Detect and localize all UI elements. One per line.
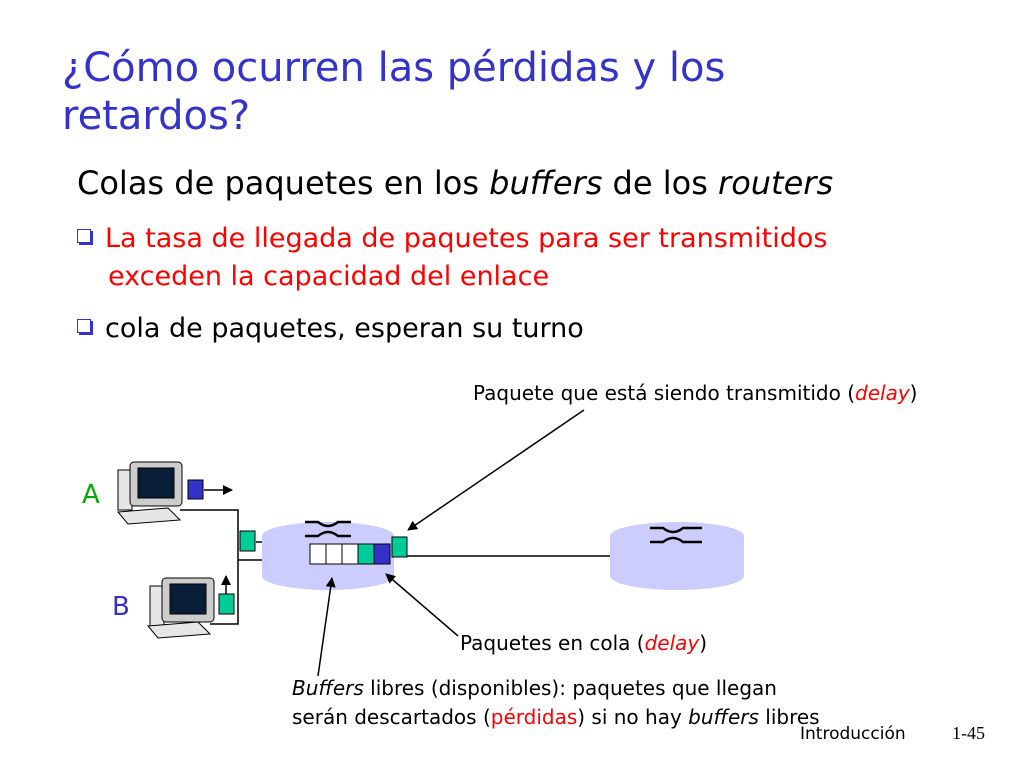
label-free-l2-prefix: serán descartados (	[292, 705, 491, 729]
packet-a-blue	[187, 479, 204, 500]
label-transmitting-close: )	[909, 381, 918, 405]
label-queued-text: Paquetes en cola (	[460, 631, 645, 655]
label-queued-delay: delay	[644, 631, 700, 655]
computer-b-icon	[146, 577, 215, 639]
bullet-packet-queue: cola de paquetes, esperan su turno	[77, 310, 584, 348]
subtitle-em-routers: routers	[718, 164, 834, 202]
label-free-em: Buffers	[292, 676, 364, 700]
label-free-rest: libres (disponibles): paquetes que llega…	[363, 676, 777, 700]
link-b-router	[210, 560, 239, 625]
label-queued-close: )	[699, 631, 708, 655]
label-free-buffers-line1: Buffers libres (disponibles): paquetes q…	[292, 676, 777, 700]
label-transmitting-text: Paquete que está siendo transmitido (	[473, 381, 856, 405]
label-free-buffers-line2: serán descartados (pérdidas) si no hay b…	[292, 705, 820, 729]
subtitle-mid: de los	[602, 164, 719, 202]
subtitle-prefix: Colas de paquetes en los	[77, 164, 490, 202]
host-a-label: A	[82, 480, 100, 510]
router-2-icon	[610, 522, 744, 590]
slide-subtitle: Colas de paquetes en los buffers de los …	[77, 164, 833, 202]
packet-b-teal	[218, 593, 235, 615]
label-transmitting-delay: delay	[855, 381, 910, 405]
page-title: ¿Cómo ocurren las pérdidas y los retardo…	[62, 45, 726, 139]
bullet-1-line-1: La tasa de llegada de paquetes para ser …	[105, 223, 828, 254]
label-transmitting: Paquete que está siendo transmitido (del…	[473, 381, 917, 405]
callout-arrow-transmitting	[407, 409, 585, 531]
label-free-l2-losses: pérdidas	[490, 705, 578, 729]
label-free-l2-mid: ) si no hay	[577, 705, 689, 729]
bullet-2-line-1: cola de paquetes, esperan su turno	[105, 313, 584, 344]
bullet-box-icon	[77, 318, 91, 333]
label-queued: Paquetes en cola (delay)	[460, 631, 707, 655]
computer-a-icon	[116, 461, 183, 525]
subtitle-em-buffers: buffers	[489, 164, 603, 202]
bullet-arrival-rate: La tasa de llegada de paquetes para ser …	[77, 220, 977, 296]
page-number: 1-45	[952, 723, 985, 743]
bullet-box-icon	[77, 228, 91, 243]
bullet-1-line-2: exceden la capacidad del enlace	[108, 261, 550, 292]
callout-arrow-free-buffers	[317, 577, 336, 677]
label-free-l2-suffix: libres	[758, 705, 820, 729]
callout-arrow-queued	[385, 573, 459, 637]
footer-section-title: Introducción	[800, 724, 906, 744]
router-queue-buffer	[309, 543, 391, 565]
host-b-label: B	[112, 592, 130, 622]
packet-transmitting	[391, 536, 408, 558]
packet-link-teal	[239, 530, 256, 552]
label-free-l2-em: buffers	[688, 705, 759, 729]
